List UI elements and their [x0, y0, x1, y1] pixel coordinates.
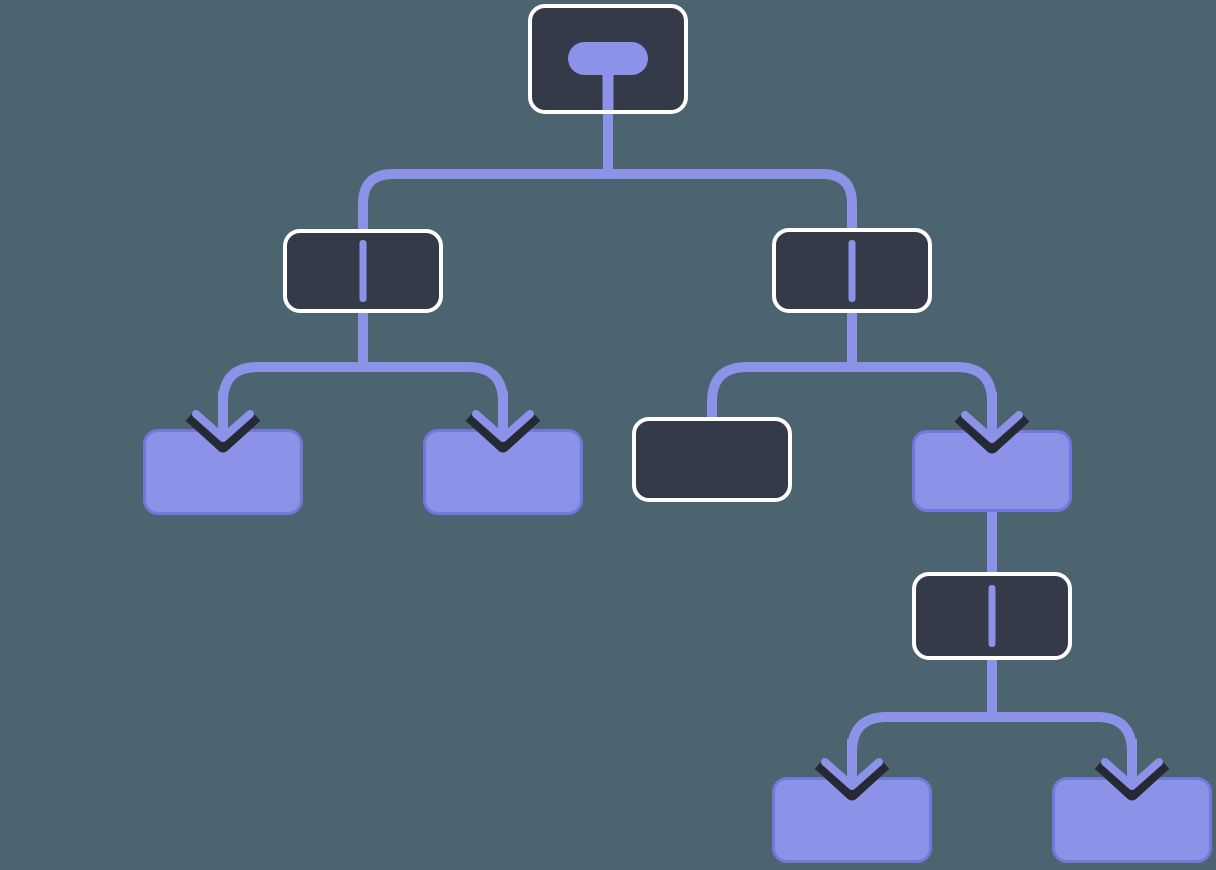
tree-node-root[interactable] [528, 4, 688, 114]
vertical-line-icon [988, 585, 996, 647]
tree-node-leaf-2[interactable] [423, 429, 583, 515]
tree-node-branch-left[interactable] [283, 229, 443, 313]
tree-node-leaf-1[interactable] [143, 429, 303, 515]
title-pill-icon [568, 42, 648, 75]
tree-node-leaf-3[interactable] [912, 430, 1072, 512]
tree-node-leaf-dark[interactable] [632, 417, 792, 502]
tree-node-branch-mid[interactable] [912, 572, 1072, 660]
vertical-line-icon [359, 240, 367, 302]
pill-stem-icon [602, 70, 614, 110]
vertical-line-icon [848, 239, 856, 302]
tree-node-leaf-4[interactable] [772, 777, 932, 863]
tree-node-leaf-5[interactable] [1052, 777, 1212, 863]
tree-node-branch-right[interactable] [772, 228, 932, 313]
